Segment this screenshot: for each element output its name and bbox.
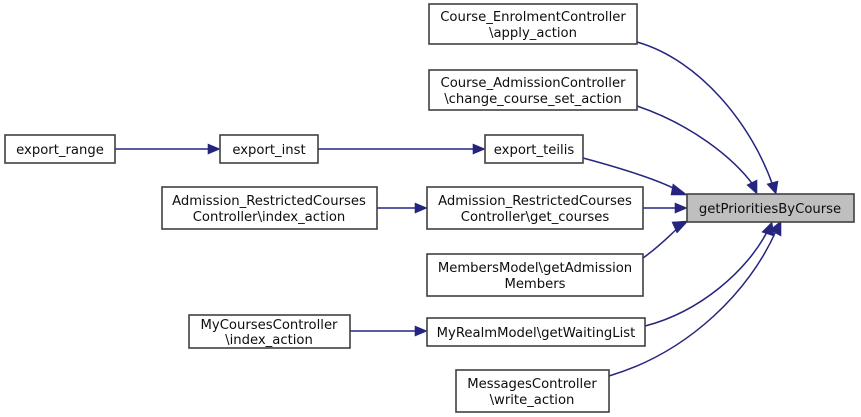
node-course-enrolment-apply[interactable]: Course_EnrolmentController \apply_action	[428, 3, 638, 45]
node-members-get-admission[interactable]: MembersModel\getAdmission Members	[426, 253, 644, 297]
node-label-line2: \change_course_set_action	[444, 92, 622, 107]
edge-line	[644, 229, 769, 327]
edge-members-admission-to-target	[642, 220, 689, 259]
node-label-line1: export_teilis	[494, 143, 575, 158]
node-label-line1: export_inst	[232, 143, 305, 158]
node-export-teilis[interactable]: export_teilis	[484, 134, 584, 164]
node-restricted-index[interactable]: Admission_RestrictedCourses Controller\i…	[161, 186, 378, 230]
node-label-line1: Course_EnrolmentController	[440, 10, 626, 25]
arrowhead-icon	[671, 220, 689, 234]
node-label-line1: MessagesController	[467, 377, 597, 392]
edge-line	[608, 230, 777, 377]
node-label-line1: MyCoursesController	[201, 318, 339, 333]
node-label-line1: Admission_RestrictedCourses	[438, 194, 632, 209]
node-label-line2: \apply_action	[489, 26, 577, 41]
node-layer: Course_EnrolmentController \apply_action…	[4, 3, 855, 413]
node-box[interactable]	[428, 3, 638, 45]
edge-export-teilis-to-target	[582, 157, 688, 196]
node-box[interactable]	[161, 186, 378, 230]
edge-layer	[115, 41, 782, 377]
node-label-line2: \index_action	[225, 333, 313, 348]
node-mycourses-index[interactable]: MyCoursesController \index_action	[188, 314, 351, 349]
edge-export-range-to-export-inst	[115, 143, 221, 155]
arrowhead-icon	[746, 179, 758, 195]
node-export-range[interactable]: export_range	[4, 134, 116, 164]
arrowhead-icon	[207, 143, 221, 155]
node-box[interactable]	[188, 314, 351, 349]
node-box[interactable]	[426, 186, 644, 230]
node-label-line2: Controller\index_action	[193, 210, 346, 225]
edge-mycourses-index-to-waitinglist	[350, 325, 428, 337]
node-restricted-get-courses[interactable]: Admission_RestrictedCourses Controller\g…	[426, 186, 644, 230]
node-label-line1: getPrioritiesByCourse	[699, 202, 841, 217]
node-label-line1: MyRealmModel\getWaitingList	[437, 326, 636, 341]
node-label-line1: export_range	[16, 143, 104, 158]
node-box[interactable]	[455, 369, 610, 413]
node-label-line1: Admission_RestrictedCourses	[172, 194, 366, 209]
node-myrealm-waitinglist[interactable]: MyRealmModel\getWaitingList	[426, 317, 646, 347]
arrowhead-icon	[414, 325, 428, 337]
edge-export-inst-to-export-teilis	[318, 143, 486, 155]
node-export-inst[interactable]: export_inst	[219, 134, 319, 164]
node-box[interactable]	[426, 317, 646, 347]
node-course-admission-change[interactable]: Course_AdmissionController \change_cours…	[428, 69, 638, 111]
node-box[interactable]	[219, 134, 319, 164]
edge-line	[636, 105, 755, 187]
node-box[interactable]	[426, 253, 644, 297]
node-box[interactable]	[4, 134, 116, 164]
edge-get-courses-to-target	[643, 202, 688, 214]
edge-line	[642, 226, 680, 259]
edge-line	[582, 157, 678, 191]
arrowhead-icon	[472, 143, 486, 155]
node-label-line1: MembersModel\getAdmission	[438, 261, 632, 276]
node-label-line1: Course_AdmissionController	[440, 76, 626, 91]
arrowhead-icon	[674, 202, 688, 214]
node-label-line2: Members	[504, 277, 565, 292]
edge-line	[636, 41, 774, 187]
node-get-priorities-by-course[interactable]: getPrioritiesByCourse	[686, 193, 855, 223]
node-box-highlighted[interactable]	[686, 193, 855, 223]
edge-waitinglist-to-target	[644, 221, 775, 327]
arrowhead-icon	[769, 220, 782, 237]
edge-restricted-index-to-get-courses	[377, 202, 428, 214]
node-box[interactable]	[428, 69, 638, 111]
edge-messages-write-to-target	[608, 220, 782, 377]
node-messages-write[interactable]: MessagesController \write_action	[455, 369, 610, 413]
node-label-line2: Controller\get_courses	[461, 210, 610, 225]
arrowhead-icon	[670, 183, 688, 196]
edge-enrolment-apply-to-target	[636, 41, 779, 195]
node-label-line2: \write_action	[490, 393, 575, 408]
edge-admission-change-to-target	[636, 105, 758, 195]
node-box[interactable]	[484, 134, 584, 164]
arrowhead-icon	[766, 180, 779, 195]
arrowhead-icon	[414, 202, 428, 214]
